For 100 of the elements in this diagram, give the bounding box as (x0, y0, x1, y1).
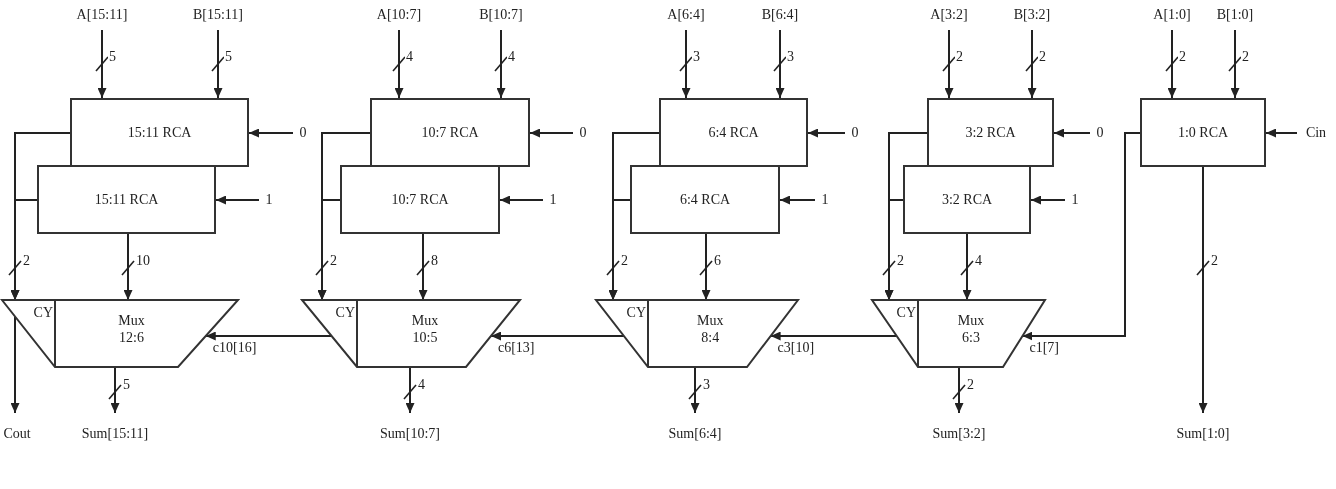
signal-arrow (1027, 29, 1037, 99)
edge-label: 3 (786, 50, 795, 64)
input-label: A[10:7] (359, 5, 439, 27)
adder-block (340, 165, 500, 234)
block-label: 6:4 RCA (679, 191, 731, 208)
edge-label: 5 (108, 50, 117, 64)
edge-label: 4 (417, 378, 426, 392)
signal-arrow (1265, 128, 1298, 138)
constant-label: 1 (262, 190, 276, 210)
block-label: 3:2 RCA (941, 191, 993, 208)
edge-label: 6 (713, 254, 722, 268)
adder-block (37, 165, 216, 234)
signal-arrow (1030, 195, 1066, 205)
block-label: 15:11 RCA (127, 124, 192, 141)
carry-section-label: CY (32, 304, 53, 321)
edge-label: 2 (1178, 50, 1187, 64)
block-label: 15:11 RCA (94, 191, 159, 208)
signal-arrow (690, 366, 700, 414)
input-label: A[3:2] (909, 5, 989, 27)
edge-label: 4 (974, 254, 983, 268)
edge-label: 10 (135, 254, 151, 268)
signal-arrow (775, 29, 785, 99)
carry-in-label: Cin (1300, 123, 1332, 143)
signal-arrow (418, 233, 428, 301)
output-label: Sum[3:2] (914, 424, 1004, 446)
signal-arrow (1230, 29, 1240, 99)
adder-block (1140, 98, 1266, 167)
input-label: A[15:11] (62, 5, 142, 27)
adder-block (70, 98, 249, 167)
signal-arrow (608, 199, 631, 301)
edge-label: 4 (507, 50, 516, 64)
edge-label: 2 (1210, 254, 1219, 268)
edge-label: 4 (405, 50, 414, 64)
signal-arrow (1198, 166, 1208, 414)
input-label: B[15:11] (178, 5, 258, 27)
adder-block (903, 165, 1031, 234)
signal-arrow (213, 29, 223, 99)
block-label: 3:2 RCA (965, 124, 1016, 141)
constant-label: 1 (1068, 190, 1082, 210)
edge-label: 3 (702, 378, 711, 392)
output-label: Sum[15:11] (70, 424, 160, 446)
output-label: Sum[1:0] (1158, 424, 1248, 446)
signal-arrow (681, 29, 691, 99)
constant-label: 1 (546, 190, 560, 210)
edge-label: 2 (620, 254, 629, 268)
constant-label: 0 (576, 123, 590, 143)
signal-arrow (701, 233, 711, 301)
constant-label: 0 (296, 123, 310, 143)
adder-block (659, 98, 808, 167)
edge-label: 8 (430, 254, 439, 268)
block-label: 10:7 RCA (391, 191, 449, 208)
signal-arrow (394, 29, 404, 99)
constant-label: 1 (818, 190, 832, 210)
input-label: A[6:4] (646, 5, 726, 27)
input-label: B[6:4] (740, 5, 820, 27)
signal-arrow (1021, 132, 1141, 341)
signal-arrow (807, 128, 846, 138)
signal-arrow (779, 195, 816, 205)
block-label: 10:7 RCA (421, 124, 479, 141)
block-label: 6:4 RCA (708, 124, 759, 141)
signal-arrow (496, 29, 506, 99)
mux-label: Mux 8:4 (696, 312, 725, 346)
signal-arrow (215, 195, 260, 205)
edge-label: 2 (896, 254, 905, 268)
signal-arrow (1167, 29, 1177, 99)
edge-label: c6[13] (497, 341, 536, 355)
constant-label: 0 (848, 123, 862, 143)
edge-label: c1[7] (1028, 341, 1060, 355)
edge-label: 2 (1038, 50, 1047, 64)
block-label: 1:0 RCA (1177, 124, 1229, 141)
signal-arrow (405, 366, 415, 414)
edge-label: 3 (692, 50, 701, 64)
adder-block (370, 98, 530, 167)
signal-arrow (248, 128, 294, 138)
carry-section-label: CY (334, 304, 355, 321)
signal-arrow (123, 233, 133, 301)
output-label: Sum[10:7] (365, 424, 455, 446)
mux-label: Mux 6:3 (956, 312, 986, 346)
edge-label: c3[10] (776, 341, 816, 355)
edge-label: 2 (966, 378, 975, 392)
edge-label: 2 (955, 50, 964, 64)
mux-label: Mux 10:5 (410, 312, 440, 346)
signal-arrow (499, 195, 544, 205)
edge-label: 2 (329, 254, 338, 268)
edge-label: 5 (224, 50, 233, 64)
signal-arrow (1053, 128, 1091, 138)
edge-label: 2 (22, 254, 31, 268)
signal-arrow (884, 199, 904, 301)
signal-arrow (110, 366, 120, 414)
signal-arrow (529, 128, 574, 138)
output-label: Sum[6:4] (650, 424, 740, 446)
edge-label: 5 (122, 378, 131, 392)
signal-arrow (962, 233, 972, 301)
edge-label: c10[16] (211, 341, 258, 355)
input-label: B[10:7] (461, 5, 541, 27)
edge-label: 2 (1241, 50, 1250, 64)
signal-arrow (10, 199, 38, 301)
mux-label: Mux 12:6 (117, 312, 146, 346)
signal-arrow (317, 199, 341, 301)
carry-section-label: CY (625, 304, 646, 321)
